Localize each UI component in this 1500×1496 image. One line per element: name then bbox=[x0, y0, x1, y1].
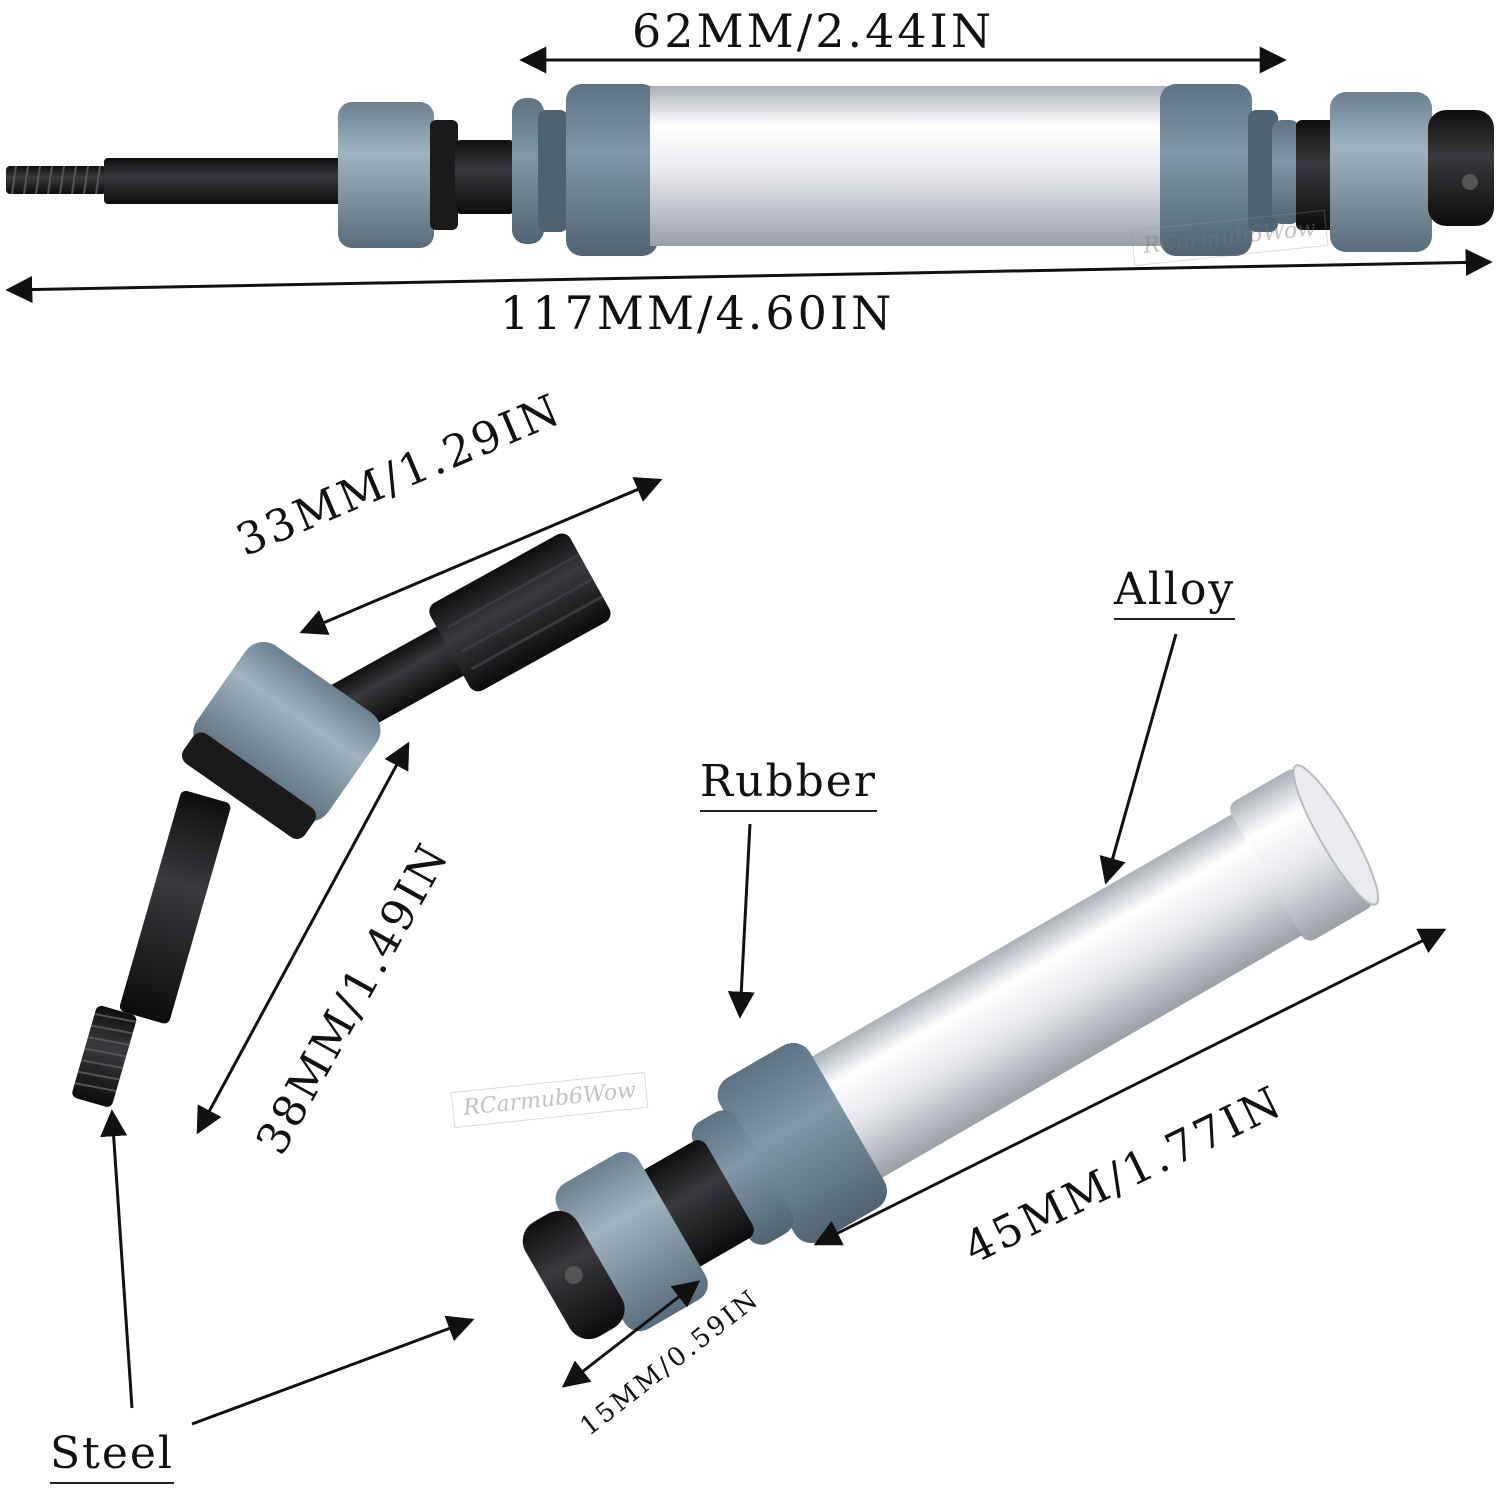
cup-length-arrow bbox=[561, 1280, 701, 1388]
alloy-tube bbox=[650, 86, 1170, 246]
rubber-pointer bbox=[727, 823, 755, 1019]
axle-short-arrow bbox=[299, 477, 663, 635]
threaded-tip bbox=[6, 165, 106, 195]
rubber-ring-right bbox=[1160, 84, 1252, 256]
tube-length-label: 62MM/2.44IN bbox=[632, 4, 995, 58]
steel-pointer-axle bbox=[100, 1109, 134, 1409]
total-length-label: 117MM/4.60IN bbox=[500, 286, 895, 340]
steel-pointer-cup bbox=[191, 1315, 475, 1426]
right-cup bbox=[1330, 92, 1432, 252]
axle-rod bbox=[104, 158, 344, 204]
sleeve-assembly bbox=[522, 764, 1380, 1340]
rubber-ring-left bbox=[512, 98, 544, 244]
total-length-arrow bbox=[5, 248, 1493, 304]
left-cup bbox=[338, 102, 434, 248]
steel-label: Steel bbox=[50, 1432, 174, 1484]
rubber-label: Rubber bbox=[700, 760, 877, 812]
sleeve-length-arrow bbox=[813, 928, 1447, 1246]
alloy-label: Alloy bbox=[1114, 568, 1236, 620]
alloy-pointer bbox=[1099, 633, 1178, 885]
full-driveshaft bbox=[6, 84, 1494, 256]
axle-long-arrow bbox=[196, 741, 410, 1135]
